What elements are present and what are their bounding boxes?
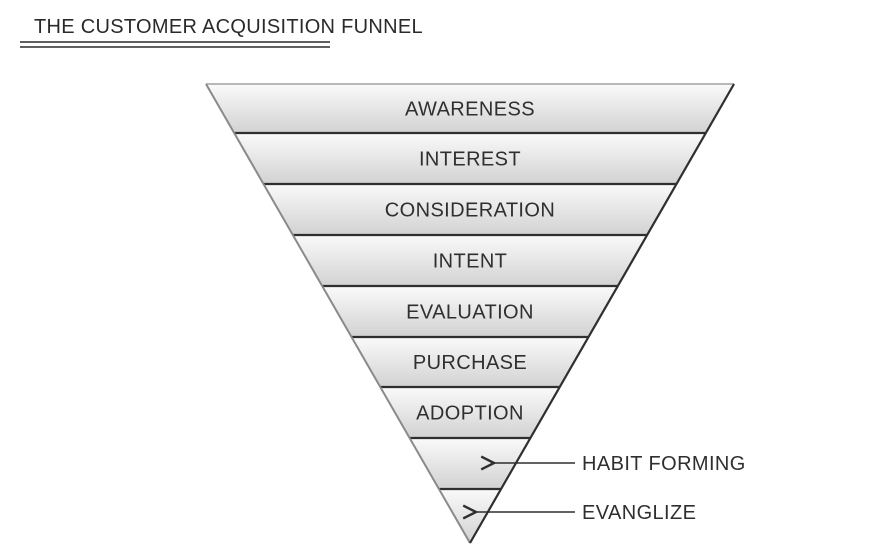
funnel-band (409, 438, 531, 489)
funnel-band (263, 184, 677, 235)
stage-label: INTENT (433, 251, 508, 273)
funnel-labels: AWARENESS INTEREST CONSIDERATION INTENT EVAL… (385, 99, 555, 425)
stage-label: CONSIDERATION (385, 200, 555, 222)
diagram-title: THE CUSTOMER ACQUISITION FUNNEL (34, 16, 423, 38)
funnel-band (206, 84, 734, 133)
funnel-band (351, 337, 589, 387)
funnel-band (380, 387, 560, 438)
funnel-outline (205, 83, 735, 544)
funnel-band (292, 235, 648, 286)
stage-label: ADOPTION (416, 403, 524, 425)
funnel-band (322, 286, 618, 337)
stage-label: PURCHASE (413, 352, 527, 374)
funnel-left-edge (205, 83, 471, 544)
stage-label: EVALUATION (406, 302, 534, 324)
stage-label: INTEREST (419, 149, 521, 171)
funnel-bands (206, 84, 734, 543)
callout-label: EVANGLIZE (582, 502, 696, 524)
stage-label: AWARENESS (405, 99, 535, 121)
callout-label: HABIT FORMING (582, 453, 746, 475)
funnel-band (234, 133, 706, 184)
funnel-right-edge (469, 83, 735, 544)
funnel-callouts: HABIT FORMING EVANGLIZE (476, 453, 746, 524)
funnel-band (438, 489, 502, 543)
